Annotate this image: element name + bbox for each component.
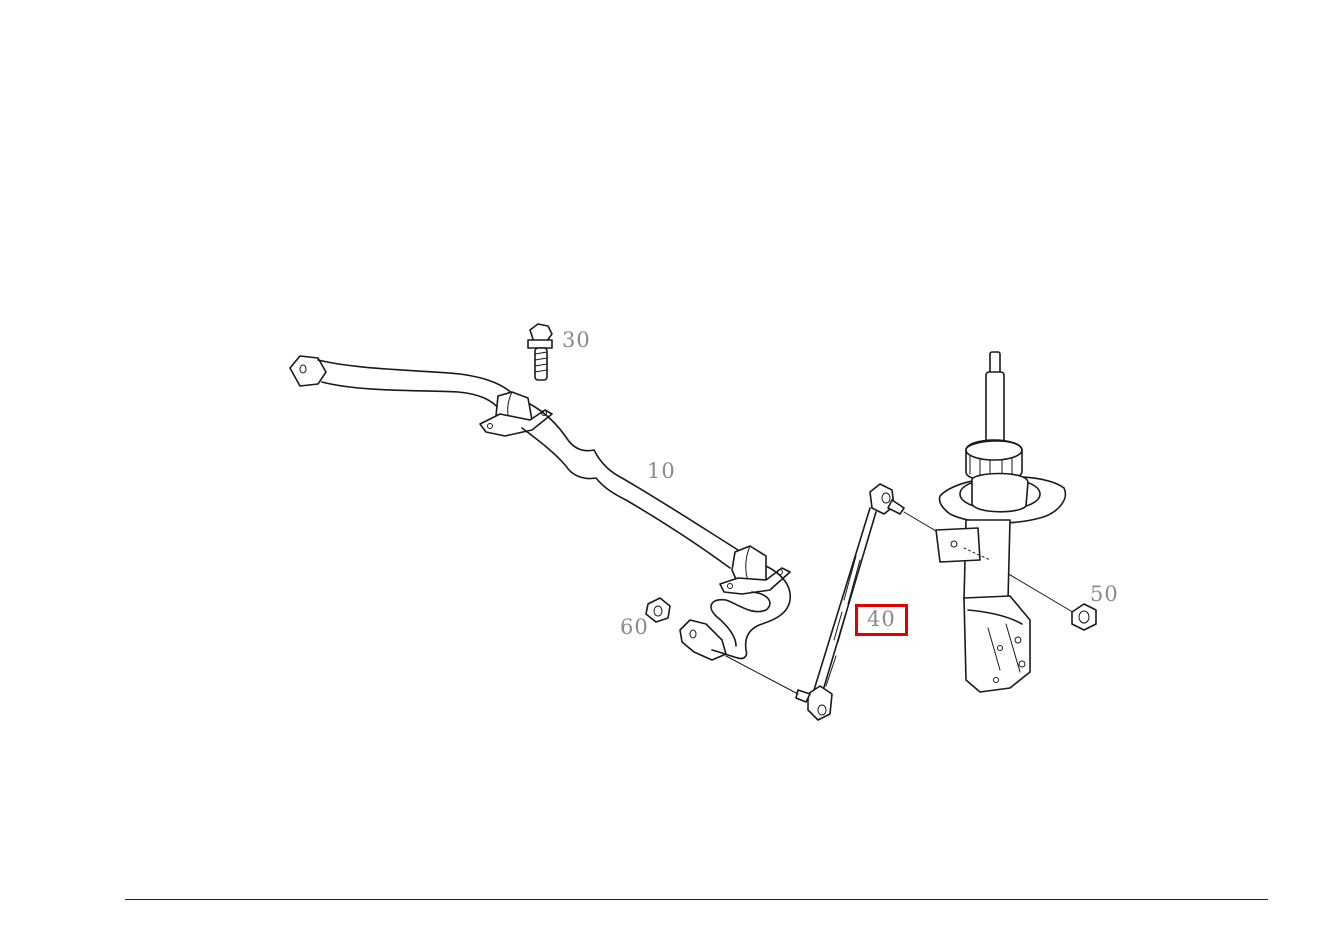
callout-40-highlight-box <box>855 604 908 636</box>
shock-absorber-strut <box>935 351 1067 693</box>
bolt-30[interactable] <box>527 323 553 381</box>
callout-60[interactable]: 60 <box>620 615 649 639</box>
footer-divider <box>125 899 1268 900</box>
stabilizer-bar[interactable] <box>289 355 791 661</box>
nut-50[interactable] <box>1071 603 1097 631</box>
callout-40[interactable]: 40 <box>867 607 896 631</box>
stabilizer-link-40[interactable] <box>725 483 1077 721</box>
callout-30[interactable]: 30 <box>562 328 591 352</box>
dashed-ref-line <box>963 547 991 561</box>
callout-50[interactable]: 50 <box>1090 582 1119 606</box>
nut-60[interactable] <box>645 597 671 623</box>
callout-10[interactable]: 10 <box>647 459 676 483</box>
